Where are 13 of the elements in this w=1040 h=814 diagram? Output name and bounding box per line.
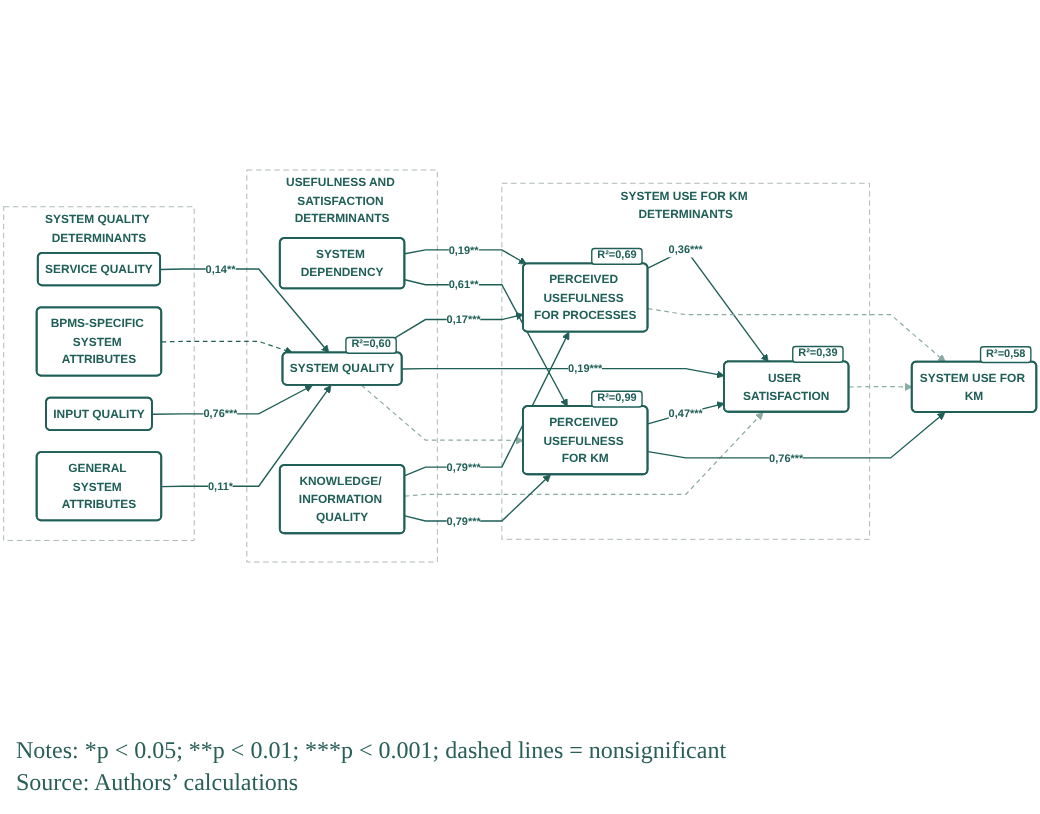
footnote-text: Source: Authors’ calculations bbox=[16, 767, 301, 799]
arrow bbox=[404, 279, 568, 407]
arrow bbox=[401, 367, 725, 379]
arrow bbox=[647, 401, 725, 425]
arrow bbox=[360, 384, 524, 445]
arrow bbox=[161, 340, 293, 355]
footnote-text: Notes: *p < 0.05; **p < 0.01; ***p < 0.001; dashed lines = nonsignificant bbox=[16, 736, 729, 768]
arrow bbox=[159, 268, 330, 354]
arrow bbox=[647, 412, 946, 459]
arrow bbox=[161, 384, 332, 488]
arrow bbox=[404, 411, 764, 497]
arrow bbox=[848, 382, 913, 391]
arrow bbox=[404, 331, 570, 477]
